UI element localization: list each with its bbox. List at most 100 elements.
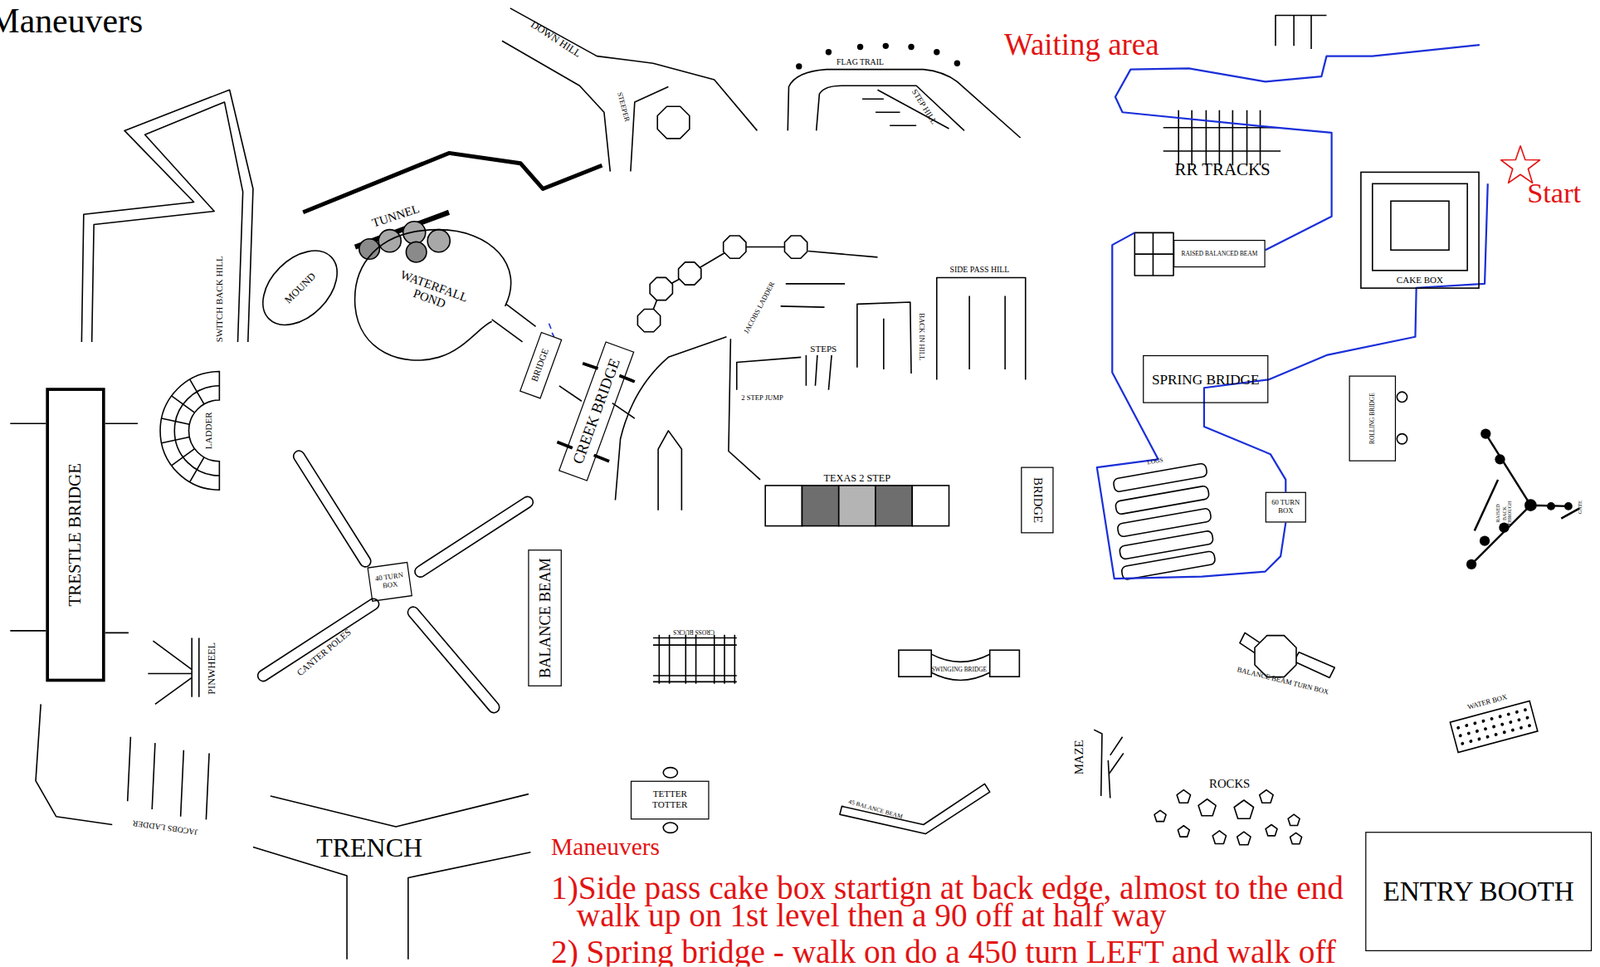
flag-dot <box>795 63 802 69</box>
obstacle-name: BALANCE BEAM <box>536 556 553 678</box>
steps-obstacle <box>736 355 832 391</box>
obstacle-name: WATERFALL POND <box>386 265 477 321</box>
shape-outline <box>897 644 1021 682</box>
flag-trail <box>787 69 1020 138</box>
shape-part <box>160 371 220 491</box>
shape-part <box>1390 200 1449 250</box>
beam-box: BALANCE BEAM <box>527 549 562 687</box>
boulder <box>427 229 450 253</box>
section-heading: Maneuvers <box>551 833 660 861</box>
shape-part <box>1372 183 1468 271</box>
obstacle-label: JACOBS LADDER <box>743 281 778 336</box>
shape-part <box>1527 723 1532 728</box>
trestle-approach <box>9 423 138 633</box>
turn-octagon <box>1254 635 1297 678</box>
rock <box>1237 831 1251 845</box>
log <box>1118 530 1214 560</box>
flag-dot <box>857 43 864 50</box>
shape-part <box>1460 741 1465 746</box>
shape-part <box>1506 712 1511 717</box>
back-through-posts <box>1466 428 1573 570</box>
back-through-frame <box>1471 434 1580 565</box>
shape-part <box>1492 724 1497 729</box>
shape-part <box>1466 731 1471 736</box>
octagon-marker <box>649 277 673 300</box>
post <box>1494 453 1505 464</box>
flag-dot <box>954 60 961 67</box>
post <box>1479 536 1490 547</box>
trail-label: STEEPER <box>614 91 631 123</box>
shape-part <box>355 229 512 361</box>
bridge-box: SPRING BRIDGE <box>1142 355 1269 404</box>
shape-part <box>1510 727 1515 732</box>
shape-part <box>1483 726 1488 732</box>
pinwheel <box>147 637 199 704</box>
flag-dot <box>933 48 940 55</box>
obstacle-label: RR TRACKS <box>1174 160 1270 181</box>
route-line <box>1097 44 1488 579</box>
shape-part <box>990 649 1020 677</box>
obstacle-name: WATER BOX <box>1467 693 1509 713</box>
obstacle-label: JACOBS LADDER <box>131 817 199 836</box>
boulder <box>403 221 426 244</box>
shape-part <box>801 485 839 527</box>
rock <box>1265 824 1278 836</box>
boulder <box>378 229 401 253</box>
shape-part <box>1514 709 1519 714</box>
flag-dot <box>907 43 914 50</box>
obstacle-label: TRENCH <box>316 834 423 864</box>
mound-shape: MOUND <box>247 234 353 341</box>
beam-platform <box>1134 232 1174 276</box>
obstacle-label: CROSS BUCKS <box>673 628 715 635</box>
bridge-box: ROLLING BRIDGE <box>1349 375 1397 461</box>
instruction-text: 2) Spring bridge - walk on do a 450 turn… <box>551 936 1337 965</box>
octagon-marker <box>637 308 660 332</box>
shape-part <box>1493 732 1498 737</box>
rock <box>1287 814 1300 825</box>
pond-shape: WATERFALL POND <box>351 226 516 366</box>
obstacle-name: MOUND <box>282 270 318 306</box>
obstacle-label: SIDE PASS HILL <box>950 265 1010 275</box>
cross-bucks <box>653 634 737 684</box>
obstacle-name: ROLLING BRIDGE <box>1369 392 1376 444</box>
shape-outline <box>1360 171 1480 289</box>
start-label: Start <box>1526 178 1581 210</box>
trench <box>253 794 531 960</box>
shape-part <box>875 485 913 527</box>
ground-ladder <box>35 703 210 825</box>
shape-part <box>1500 721 1505 727</box>
obstacle-name: LADDER <box>204 411 215 449</box>
shape-part <box>1485 734 1490 739</box>
obstacle-name: BRIDGE <box>530 347 552 384</box>
totter-end <box>663 822 678 833</box>
bridge-box: BRIDGE <box>519 331 562 400</box>
ridge-line <box>302 152 602 212</box>
obstacle-name: 40 TURN BOX <box>371 571 409 593</box>
shape-part <box>174 385 220 476</box>
shape-part <box>161 379 205 483</box>
shape-part <box>1497 714 1503 719</box>
downhill-trail <box>502 8 757 172</box>
shape-part <box>248 236 352 339</box>
shape-part <box>1458 733 1463 738</box>
shape-part <box>912 485 949 527</box>
octagon-marker <box>784 235 807 259</box>
obstacle-label: RAISED BACK THROUGH <box>1495 500 1513 527</box>
log <box>1121 551 1216 581</box>
obstacle-label: BACK IN HILL <box>916 312 924 361</box>
shape-part <box>1477 736 1482 742</box>
obstacle-name: SWINGING BRIDGE <box>931 666 988 674</box>
shape-part <box>1456 725 1461 730</box>
shape-outline <box>765 484 949 527</box>
obstacle-name: ENTRY BOOTH <box>1383 876 1575 908</box>
octagon-marker <box>678 262 702 285</box>
shape-part <box>1489 717 1494 722</box>
shape-part <box>1519 725 1524 730</box>
rock <box>1259 790 1274 804</box>
obstacle-name: TRESTLE BRIDGE <box>66 463 86 606</box>
ladder-rungs <box>780 283 845 308</box>
shape-part <box>1523 707 1528 713</box>
shape-part <box>1473 721 1478 726</box>
